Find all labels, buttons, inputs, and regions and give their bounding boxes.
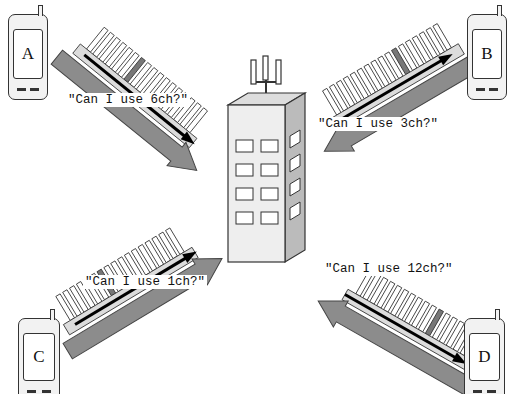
phone-antenna <box>497 5 502 16</box>
phone-button <box>489 88 498 91</box>
phone-label: A <box>22 44 34 64</box>
phone-label: B <box>481 44 492 64</box>
phone-antenna <box>50 309 55 320</box>
phone-button <box>27 390 36 393</box>
request-text: "Can I use 1ch?" <box>83 275 207 289</box>
signal-arrow-b <box>298 14 488 164</box>
phone-screen: B <box>472 29 502 79</box>
phone-label: D <box>478 347 490 367</box>
phone-screen: A <box>13 29 43 79</box>
phone-button <box>487 390 496 393</box>
signal-arrow-a <box>47 16 230 182</box>
phone-node: B <box>467 14 507 100</box>
phone-node: D <box>464 318 505 394</box>
phone-button <box>42 390 51 393</box>
phone-button <box>17 88 26 91</box>
phone-antenna <box>38 5 43 16</box>
phone-node: C <box>18 318 60 394</box>
signal-arrow-c <box>40 213 229 364</box>
phone-node: A <box>8 14 48 100</box>
request-text: "Can I use 6ch?" <box>66 93 190 107</box>
phone-label: C <box>33 347 44 367</box>
phone-screen: C <box>23 333 55 381</box>
phone-button <box>30 88 39 91</box>
phone-button <box>473 390 482 393</box>
request-text: "Can I use 12ch?" <box>323 262 455 276</box>
phone-screen: D <box>469 333 500 381</box>
request-text: "Can I use 3ch?" <box>316 117 440 131</box>
base-station <box>228 56 305 262</box>
phone-antenna <box>495 309 500 320</box>
phone-button <box>476 88 485 91</box>
